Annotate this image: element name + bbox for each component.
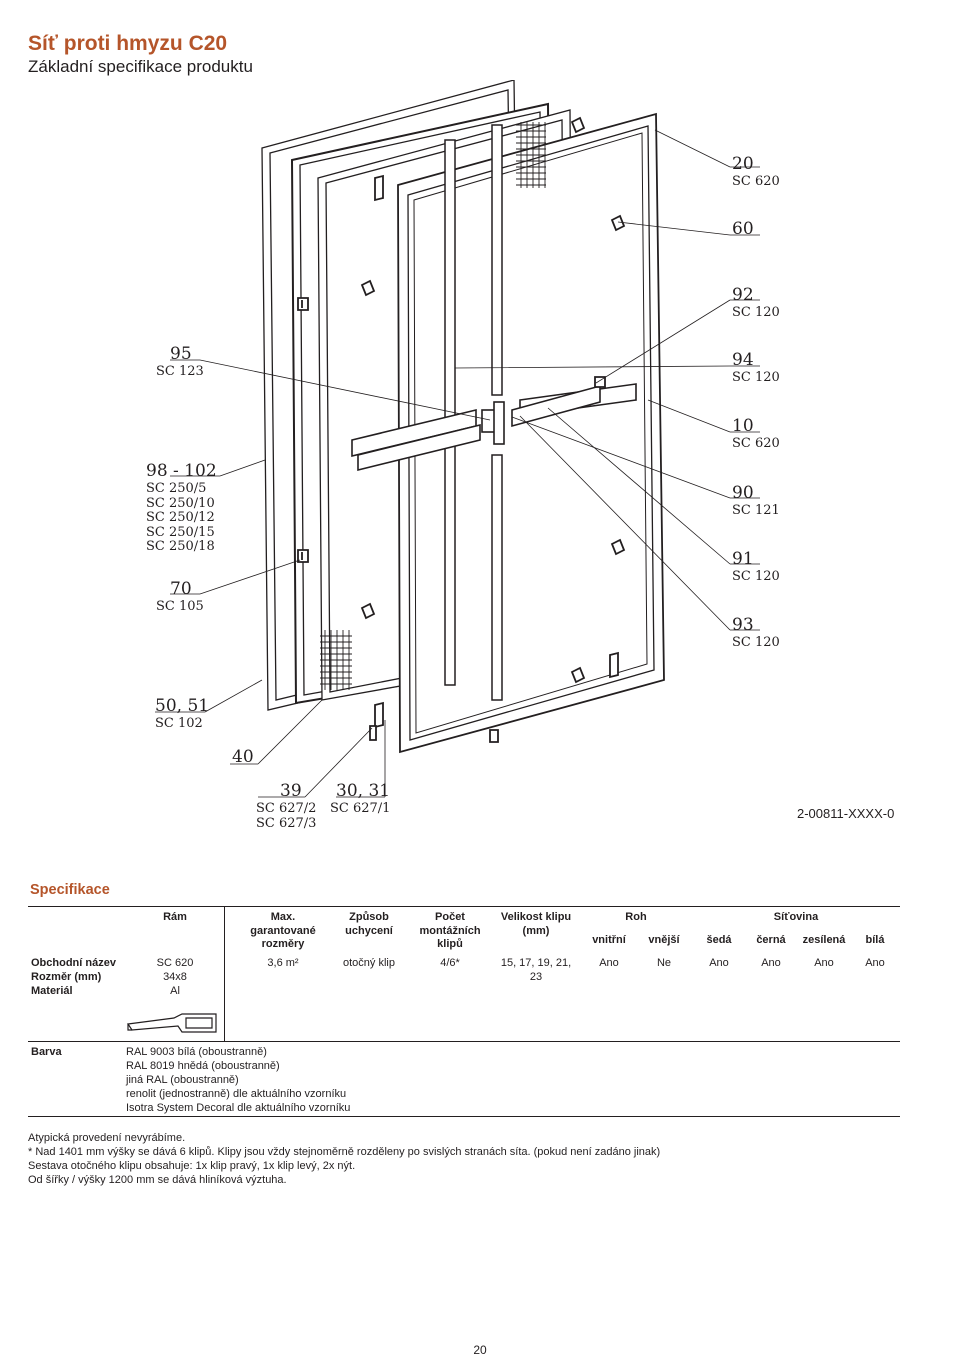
barva-item: jiná RAL (oboustranně) (126, 1074, 239, 1086)
frame-profile-icon (126, 1013, 217, 1033)
barva-item: RAL 8019 hnědá (oboustranně) (126, 1060, 280, 1072)
ram-value-material: Al (170, 985, 180, 997)
callout-39: 39 SC 627/2 SC 627/3 (256, 781, 317, 831)
spec-bottom-rule (28, 1116, 900, 1117)
pocet-value: 4/6* (440, 957, 460, 969)
page-subtitle: Základní specifikace produktu (28, 57, 253, 76)
sitovina-seda-value: Ano (709, 957, 729, 969)
document-number: 2-00811-XXXX-0 (797, 806, 895, 821)
max-value: 3,6 m² (267, 957, 299, 969)
row-label-material: Materiál (31, 985, 73, 997)
col-header-max: Max. garantované rozměry (250, 911, 316, 950)
sitovina-zesilena-value: Ano (814, 957, 834, 969)
col-header-roh: Roh (625, 911, 647, 923)
ram-value-size: 34x8 (163, 971, 187, 983)
col-header-velikost: Velikost klipu (mm) (500, 911, 572, 937)
spec-col-divider (224, 906, 225, 1041)
zpusob-value: otočný klip (343, 957, 395, 969)
note-line: Sestava otočného klipu obsahuje: 1x klip… (28, 1160, 356, 1172)
col-header-pocet: Počet montážních klipů (419, 911, 481, 950)
callout-40: 40 (232, 747, 254, 767)
roh-vnejsi-value: Ne (656, 957, 672, 969)
notes: Atypická provedení nevyrábíme. * Nad 140… (28, 1131, 660, 1187)
sitovina-bila-value: Ano (865, 957, 885, 969)
spec-heading: Specifikace (30, 882, 110, 898)
note-line: Atypická provedení nevyrábíme. (28, 1132, 186, 1144)
velikost-value: 15, 17, 19, 21, 23 (500, 957, 572, 983)
sub-header-zesilena: zesílená (802, 934, 846, 946)
col-header-ram: Rám (163, 911, 187, 923)
barva-item: Isotra System Decoral dle aktuálního vzo… (126, 1102, 351, 1114)
page-number: 20 (473, 1343, 487, 1357)
barva-label: Barva (31, 1046, 62, 1058)
row-label-obchodni-nazev: Obchodní název (31, 957, 116, 969)
spec-mid-rule (28, 1041, 900, 1042)
callout-30-31: 30, 31 SC 627/1 (330, 781, 391, 816)
col-header-sitovina: Síťovina (773, 911, 819, 923)
callout-60: 60 (732, 219, 754, 239)
exploded-frame-drawing (155, 80, 760, 798)
spec-top-rule (28, 906, 900, 907)
row-label-rozmer: Rozměr (mm) (31, 971, 102, 983)
barva-item: RAL 9003 bílá (oboustranně) (126, 1046, 267, 1058)
sub-header-bila: bílá (865, 934, 885, 946)
note-line: * Nad 1401 mm výšky se dává 6 klipů. Kli… (28, 1146, 661, 1158)
sitovina-cerna-value: Ano (761, 957, 781, 969)
frame-front (397, 112, 665, 754)
col-header-zpusob: Způsob uchycení (345, 911, 393, 937)
note-line: Od šířky / výšky 1200 mm se dává hliníko… (28, 1174, 287, 1186)
sub-header-vnitrni: vnitřní (592, 934, 626, 946)
ram-value-name: SC 620 (156, 957, 194, 969)
callout-98-102: 98 - 102 SC 250/5 SC 250/10 SC 250/12 SC… (146, 461, 217, 554)
barva-item: renolit (jednostranně) dle aktuálního vz… (126, 1088, 347, 1100)
roh-vnitrni-value: Ano (599, 957, 619, 969)
sub-header-cerna: černá (756, 934, 786, 946)
page-title: Síť proti hmyzu C20 (28, 32, 228, 55)
sub-header-vnejsi: vnější (648, 934, 680, 946)
sub-header-seda: šedá (706, 934, 732, 946)
